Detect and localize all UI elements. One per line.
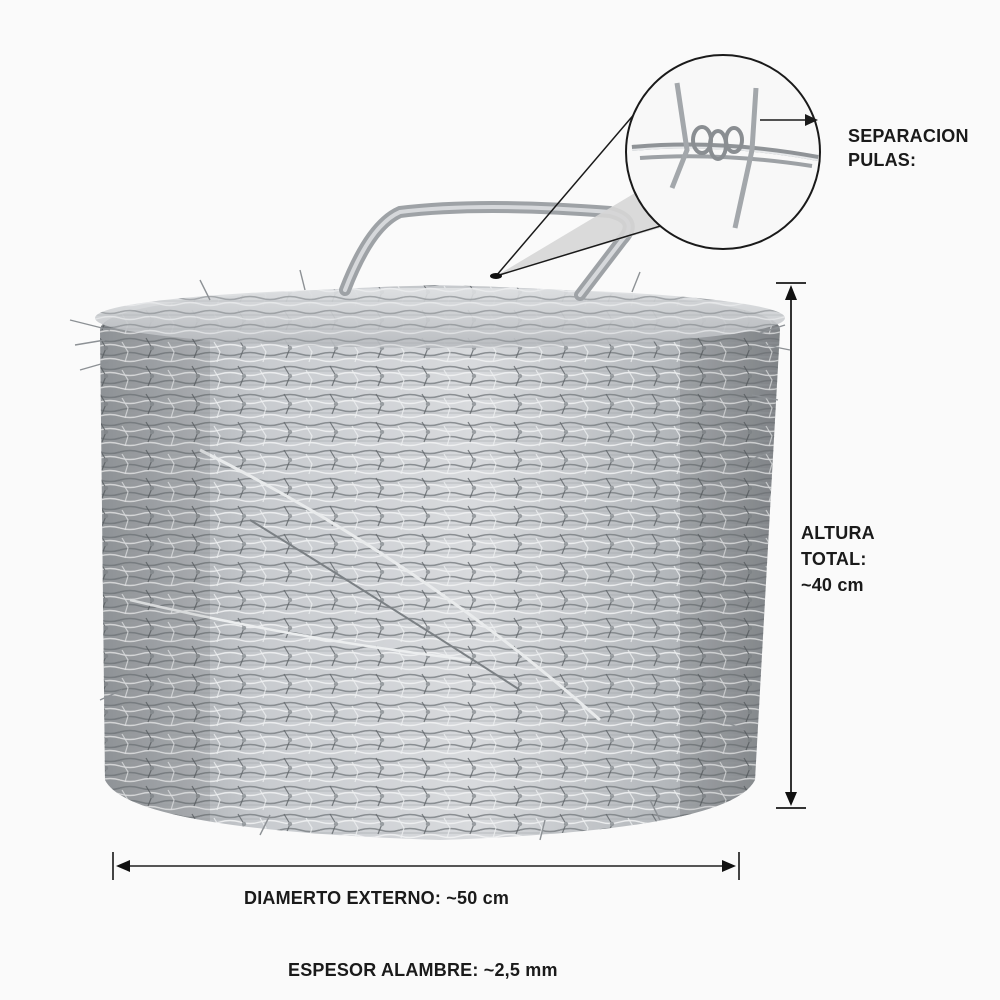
diameter-dimension-arrow — [112, 852, 740, 880]
arrow-right-icon — [805, 114, 818, 126]
callout-cone — [496, 190, 680, 276]
height-line1: ALTURA — [801, 523, 875, 543]
barb-spacing-line2: PULAS: — [848, 150, 917, 170]
height-line2: TOTAL: — [801, 549, 867, 569]
coil-body — [95, 285, 785, 840]
thickness-label: ESPESOR ALAMBRE: ~2,5 mm — [288, 960, 558, 980]
diameter-label: DIAMERTO EXTERNO: ~50 cm — [244, 888, 510, 908]
height-line3: ~40 cm — [801, 575, 864, 595]
protruding-barbs — [69, 269, 791, 841]
magnifier-circle-icon — [625, 54, 821, 250]
height-dimension-arrow — [776, 282, 806, 809]
height-label: ALTURA TOTAL: ~40 cm — [801, 520, 875, 598]
barb-spacing-line1: SEPARACION — [848, 126, 969, 146]
barb-spacing-label: SEPARACION PULAS: — [848, 124, 969, 172]
